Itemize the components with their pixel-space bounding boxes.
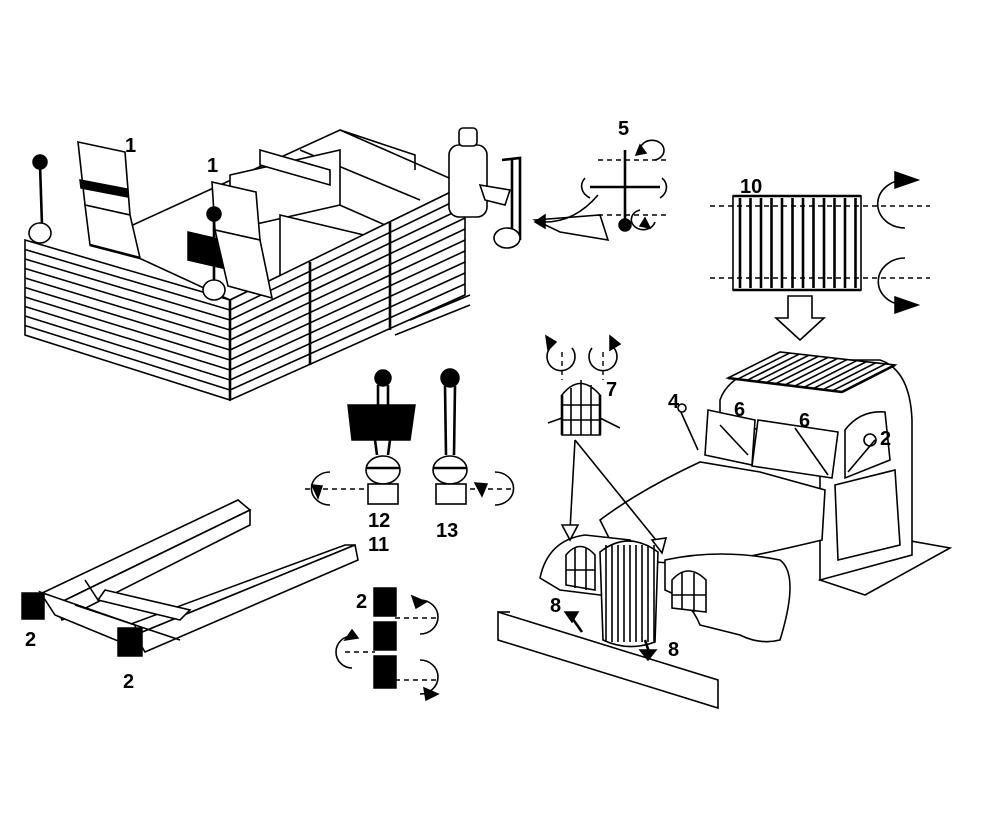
bed-slat bbox=[229, 217, 466, 331]
callout-tank-rotation: 5 bbox=[618, 118, 629, 140]
bed-slat bbox=[229, 283, 466, 391]
bed-slat bbox=[24, 286, 231, 351]
roof-rack-grille: 10 bbox=[710, 170, 930, 342]
bed-slat bbox=[24, 315, 231, 381]
cab-rack-bar bbox=[794, 358, 848, 387]
cab-rack-bar bbox=[756, 354, 810, 383]
bed-slat bbox=[229, 228, 466, 341]
headlight-right bbox=[671, 570, 707, 613]
bed-slat bbox=[229, 272, 466, 381]
cab-rack-bar bbox=[822, 362, 877, 391]
callout-windshield-left: 6 bbox=[734, 399, 745, 421]
bed-slat bbox=[24, 258, 231, 321]
lever-assembly-13: 13 bbox=[432, 368, 515, 542]
bed-slat bbox=[24, 248, 231, 311]
front-bumper bbox=[497, 610, 719, 710]
bed-slat bbox=[229, 250, 466, 361]
install-arrow bbox=[773, 295, 827, 342]
callout-gear-lever: 13 bbox=[436, 520, 458, 542]
cab-rack-bar bbox=[737, 352, 790, 380]
truck-cab: 4 6 6 2 8 8 bbox=[497, 351, 953, 710]
lever-right bbox=[202, 206, 226, 301]
windshield-right-pane bbox=[751, 419, 839, 479]
callout-grille: 10 bbox=[740, 176, 762, 198]
callout-pivot-stack: 2 bbox=[356, 591, 367, 613]
callout-windshield-right: 6 bbox=[799, 410, 810, 432]
callout-bumper-left: 8 bbox=[550, 595, 561, 617]
callout-frame-left: 2 bbox=[25, 629, 36, 651]
seat-left bbox=[77, 140, 142, 260]
windshield-left-pane bbox=[704, 409, 756, 466]
cab-rack-bar bbox=[803, 359, 858, 389]
cab-rack-bar bbox=[813, 361, 867, 390]
bed-slat bbox=[229, 261, 466, 371]
bed-slat bbox=[24, 305, 231, 371]
lever-left bbox=[28, 154, 52, 244]
bed-slat bbox=[229, 239, 466, 351]
cab-rack-bar bbox=[784, 357, 838, 386]
cab-rack-bar bbox=[746, 353, 800, 382]
headlight-left bbox=[565, 545, 596, 591]
cab-rack-bar bbox=[832, 363, 886, 392]
chassis-frame: 2 2 bbox=[21, 499, 359, 693]
truck-bed-with-seats: 1 1 bbox=[24, 129, 471, 402]
callout-dash-lever: 12 bbox=[368, 510, 390, 532]
bed-slat bbox=[24, 277, 231, 341]
bed-slat bbox=[24, 324, 231, 391]
callout-mirror: 2 bbox=[880, 428, 891, 450]
rotation-diagram-5: 5 bbox=[580, 118, 668, 232]
jerry-can-assembly bbox=[448, 127, 610, 249]
cab-rack-bar bbox=[775, 356, 829, 385]
lever-assembly-12: 12 11 bbox=[305, 369, 416, 556]
bed-slat bbox=[24, 267, 231, 331]
bed-slat bbox=[229, 206, 466, 321]
callout-frame-right: 2 bbox=[123, 671, 134, 693]
callout-dash-lever-alt: 11 bbox=[368, 534, 389, 556]
bed-slat bbox=[24, 296, 231, 361]
side-window: 7 bbox=[545, 334, 622, 436]
seat-right bbox=[187, 180, 274, 300]
cab-rack-bar bbox=[765, 355, 819, 384]
callout-window: 7 bbox=[606, 379, 617, 401]
callout-seat-left: 1 bbox=[125, 135, 136, 157]
pivot-stack: 2 bbox=[335, 587, 440, 702]
callout-antenna: 4 bbox=[668, 391, 680, 413]
callout-bumper-right: 8 bbox=[668, 639, 679, 661]
radiator-grille bbox=[599, 540, 659, 648]
callout-seat-right: 1 bbox=[207, 155, 218, 177]
